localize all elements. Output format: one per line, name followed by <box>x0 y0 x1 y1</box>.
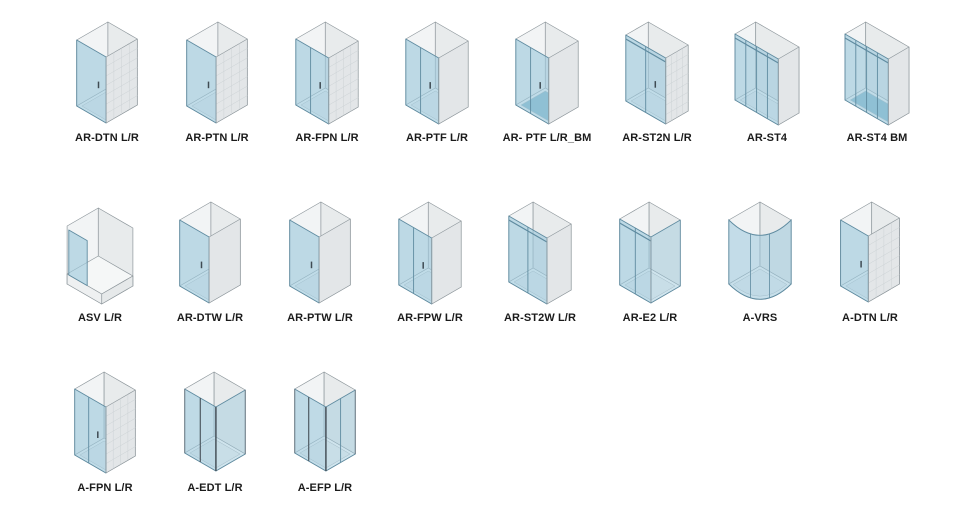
product-item-ptf[interactable]: AR-PTF L/R <box>382 8 492 144</box>
product-row-1: AR-DTN L/R AR-PTN L/R AR-FPN L/R AR-PTF L/R… <box>52 8 932 144</box>
product-item-adtn[interactable]: A-DTN L/R <box>815 188 925 324</box>
shower-enclosure-diagram <box>272 8 382 130</box>
product-item-afpn[interactable]: A-FPN L/R <box>50 358 160 494</box>
product-label: A-DTN L/R <box>842 312 898 324</box>
product-row-2: ASV L/R AR-DTW L/R AR-PTW L/R AR-FPW L/R AR-… <box>45 188 925 324</box>
shower-enclosure-diagram <box>160 358 270 480</box>
product-label: A-EFP L/R <box>297 482 353 494</box>
product-item-fpw[interactable]: AR-FPW L/R <box>375 188 485 324</box>
product-item-e2[interactable]: AR-E2 L/R <box>595 188 705 324</box>
product-item-ptw[interactable]: AR-PTW L/R <box>265 188 375 324</box>
shower-enclosure-diagram <box>265 188 375 310</box>
product-label: AR- PTF L/R_BM <box>502 132 592 144</box>
product-label: A-EDT L/R <box>187 482 243 494</box>
product-item-st4-bm[interactable]: AR-ST4 BM <box>822 8 932 144</box>
shower-enclosure-diagram <box>162 8 272 130</box>
product-label: A-VRS <box>742 312 778 324</box>
product-item-fpn[interactable]: AR-FPN L/R <box>272 8 382 144</box>
product-label: AR-FPW L/R <box>397 312 463 324</box>
shower-enclosure-diagram <box>50 358 160 480</box>
product-item-asv[interactable]: ASV L/R <box>45 188 155 324</box>
product-label: AR-ST2N L/R <box>622 132 692 144</box>
shower-enclosure-diagram <box>155 188 265 310</box>
shower-enclosure-diagram <box>375 188 485 310</box>
product-item-dtn[interactable]: AR-DTN L/R <box>52 8 162 144</box>
shower-enclosure-diagram <box>52 8 162 130</box>
shower-enclosure-diagram <box>602 8 712 130</box>
product-label: AR-ST2W L/R <box>504 312 576 324</box>
shower-enclosure-diagram <box>382 8 492 130</box>
shower-enclosure-diagram <box>815 188 925 310</box>
product-label: AR-E2 L/R <box>622 312 678 324</box>
product-item-st4[interactable]: AR-ST4 <box>712 8 822 144</box>
shower-enclosure-diagram <box>822 8 932 130</box>
shower-enclosure-diagram <box>45 188 155 310</box>
product-row-3: A-FPN L/R A-EDT L/R A-EFP L/R <box>50 358 380 494</box>
product-label: AR-PTF L/R <box>405 132 469 144</box>
shower-enclosure-diagram <box>595 188 705 310</box>
product-item-ptf-bm[interactable]: AR- PTF L/R_BM <box>492 8 602 144</box>
product-item-vrs[interactable]: A-VRS <box>705 188 815 324</box>
product-item-st2w[interactable]: AR-ST2W L/R <box>485 188 595 324</box>
product-item-aefp[interactable]: A-EFP L/R <box>270 358 380 494</box>
product-item-ptn[interactable]: AR-PTN L/R <box>162 8 272 144</box>
shower-enclosure-diagram <box>492 8 602 130</box>
product-label: A-FPN L/R <box>77 482 133 494</box>
product-item-aedt[interactable]: A-EDT L/R <box>160 358 270 494</box>
product-label: AR-ST4 BM <box>846 132 908 144</box>
product-label: AR-FPN L/R <box>295 132 359 144</box>
product-label: AR-DTW L/R <box>176 312 244 324</box>
shower-enclosure-diagram <box>270 358 380 480</box>
product-label: AR-PTN L/R <box>185 132 249 144</box>
product-label: ASV L/R <box>77 312 123 324</box>
product-label: AR-ST4 <box>746 132 788 144</box>
product-label: AR-PTW L/R <box>287 312 353 324</box>
product-item-dtw[interactable]: AR-DTW L/R <box>155 188 265 324</box>
shower-enclosure-diagram <box>485 188 595 310</box>
product-item-st2n[interactable]: AR-ST2N L/R <box>602 8 712 144</box>
shower-enclosure-diagram <box>712 8 822 130</box>
shower-enclosure-diagram <box>705 188 815 310</box>
product-label: AR-DTN L/R <box>75 132 139 144</box>
